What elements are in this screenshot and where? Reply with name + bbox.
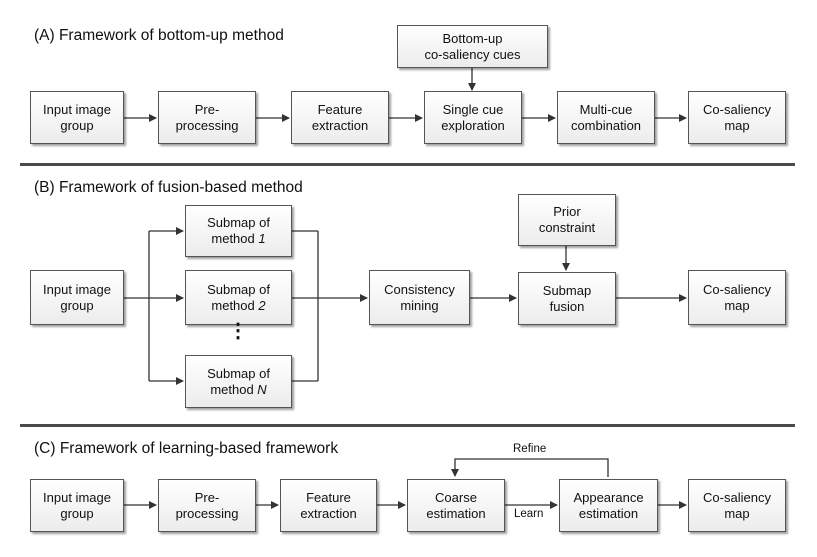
box-label: map [724, 117, 750, 133]
box-label: group [60, 505, 94, 521]
consistency-mining-box: Consistency mining [369, 270, 470, 325]
prior-constraint-box: Prior constraint [518, 194, 616, 246]
box-label-prefix: method [210, 381, 258, 397]
box-label: Bottom-up [442, 30, 503, 46]
box-label: Submap of [207, 281, 270, 297]
submap-method-n-box: Submap of method N [185, 355, 292, 408]
refine-label: Refine [513, 443, 547, 455]
method-index: 2 [258, 297, 266, 313]
section-divider-2 [20, 424, 795, 427]
section-divider-1 [20, 163, 795, 166]
box-label: Input image [43, 281, 111, 297]
box-label: Submap of [207, 365, 270, 381]
box-label: extraction [300, 505, 357, 521]
box-label-prefix: method [211, 231, 259, 246]
a-feature-extraction-box: Feature extraction [291, 91, 389, 144]
box-label: Pre- [194, 489, 220, 505]
c-coarse-estimation-box: Coarse estimation [407, 479, 505, 532]
box-label: Co-saliency [703, 101, 771, 117]
a-multi-cue-combination-box: Multi-cue combination [557, 91, 655, 144]
c-feature-extraction-box: Feature extraction [280, 479, 377, 532]
box-label: estimation [578, 505, 639, 521]
box-label: Feature [306, 489, 351, 505]
box-label: Input image [43, 101, 111, 117]
section-c-title: (C) Framework of learning-based framewor… [34, 440, 339, 457]
box-label: combination [570, 117, 642, 133]
b-co-saliency-map-box: Co-saliency map [688, 270, 786, 325]
box-label: method 1 [211, 231, 265, 247]
learn-label: Learn [514, 508, 544, 520]
method-index: 1 [258, 231, 266, 246]
box-label: processing [175, 117, 239, 133]
box-label: map [724, 505, 750, 521]
section-a-title: (A) Framework of bottom-up method [34, 27, 284, 44]
box-label: fusion [549, 298, 585, 314]
a-input-image-group-box: Input image group [30, 91, 124, 144]
box-label: Prior [553, 204, 581, 219]
box-label: Input image [43, 489, 111, 505]
c-appearance-estimation-box: Appearance estimation [559, 479, 658, 532]
box-label: Appearance [573, 489, 644, 505]
box-label: Consistency [384, 281, 455, 297]
arrow-c-refine-loop [451, 458, 609, 477]
submap-method-2-box: Submap of method 2 [185, 270, 292, 325]
box-label: Pre- [194, 101, 220, 117]
box-label: method 2 [211, 298, 265, 314]
c-preprocessing-box: Pre- processing [158, 479, 256, 532]
c-co-saliency-map-box: Co-saliency map [688, 479, 786, 532]
method-index: N [257, 381, 267, 397]
box-label: map [724, 297, 750, 313]
box-label: Coarse [435, 489, 477, 505]
box-label: Co-saliency [703, 281, 771, 297]
box-label: Multi-cue [579, 101, 633, 117]
submap-method-1-box: Submap of method 1 [185, 205, 292, 257]
bottom-up-cues-box: Bottom-up co-saliency cues [397, 25, 548, 68]
submap-fusion-box: Submap fusion [518, 272, 616, 325]
box-label: estimation [426, 505, 486, 521]
a-preprocessing-box: Pre- processing [158, 91, 256, 144]
a-single-cue-exploration-box: Single cue exploration [424, 91, 522, 144]
c-input-image-group-box: Input image group [30, 479, 124, 532]
box-label: Feature [317, 101, 363, 117]
box-label: Single cue [442, 101, 504, 117]
a-co-saliency-map-box: Co-saliency map [688, 91, 786, 144]
box-label: extraction [311, 117, 369, 133]
box-label: Submap of [207, 215, 270, 230]
ellipsis-vertical: ⋮ [228, 320, 248, 342]
b-input-image-group-box: Input image group [30, 270, 124, 325]
box-label: constraint [538, 220, 596, 235]
box-label: group [60, 117, 94, 133]
box-label: Co-saliency [703, 489, 771, 505]
box-label: exploration [441, 117, 505, 133]
box-label: Submap [542, 282, 592, 298]
box-label: group [60, 297, 94, 313]
section-b-title: (B) Framework of fusion-based method [34, 179, 303, 196]
box-label: method N [210, 382, 266, 398]
box-label: mining [400, 297, 439, 313]
box-label: co-saliency cues [424, 46, 521, 62]
box-label: processing [175, 505, 239, 521]
box-label-prefix: method [211, 297, 259, 313]
